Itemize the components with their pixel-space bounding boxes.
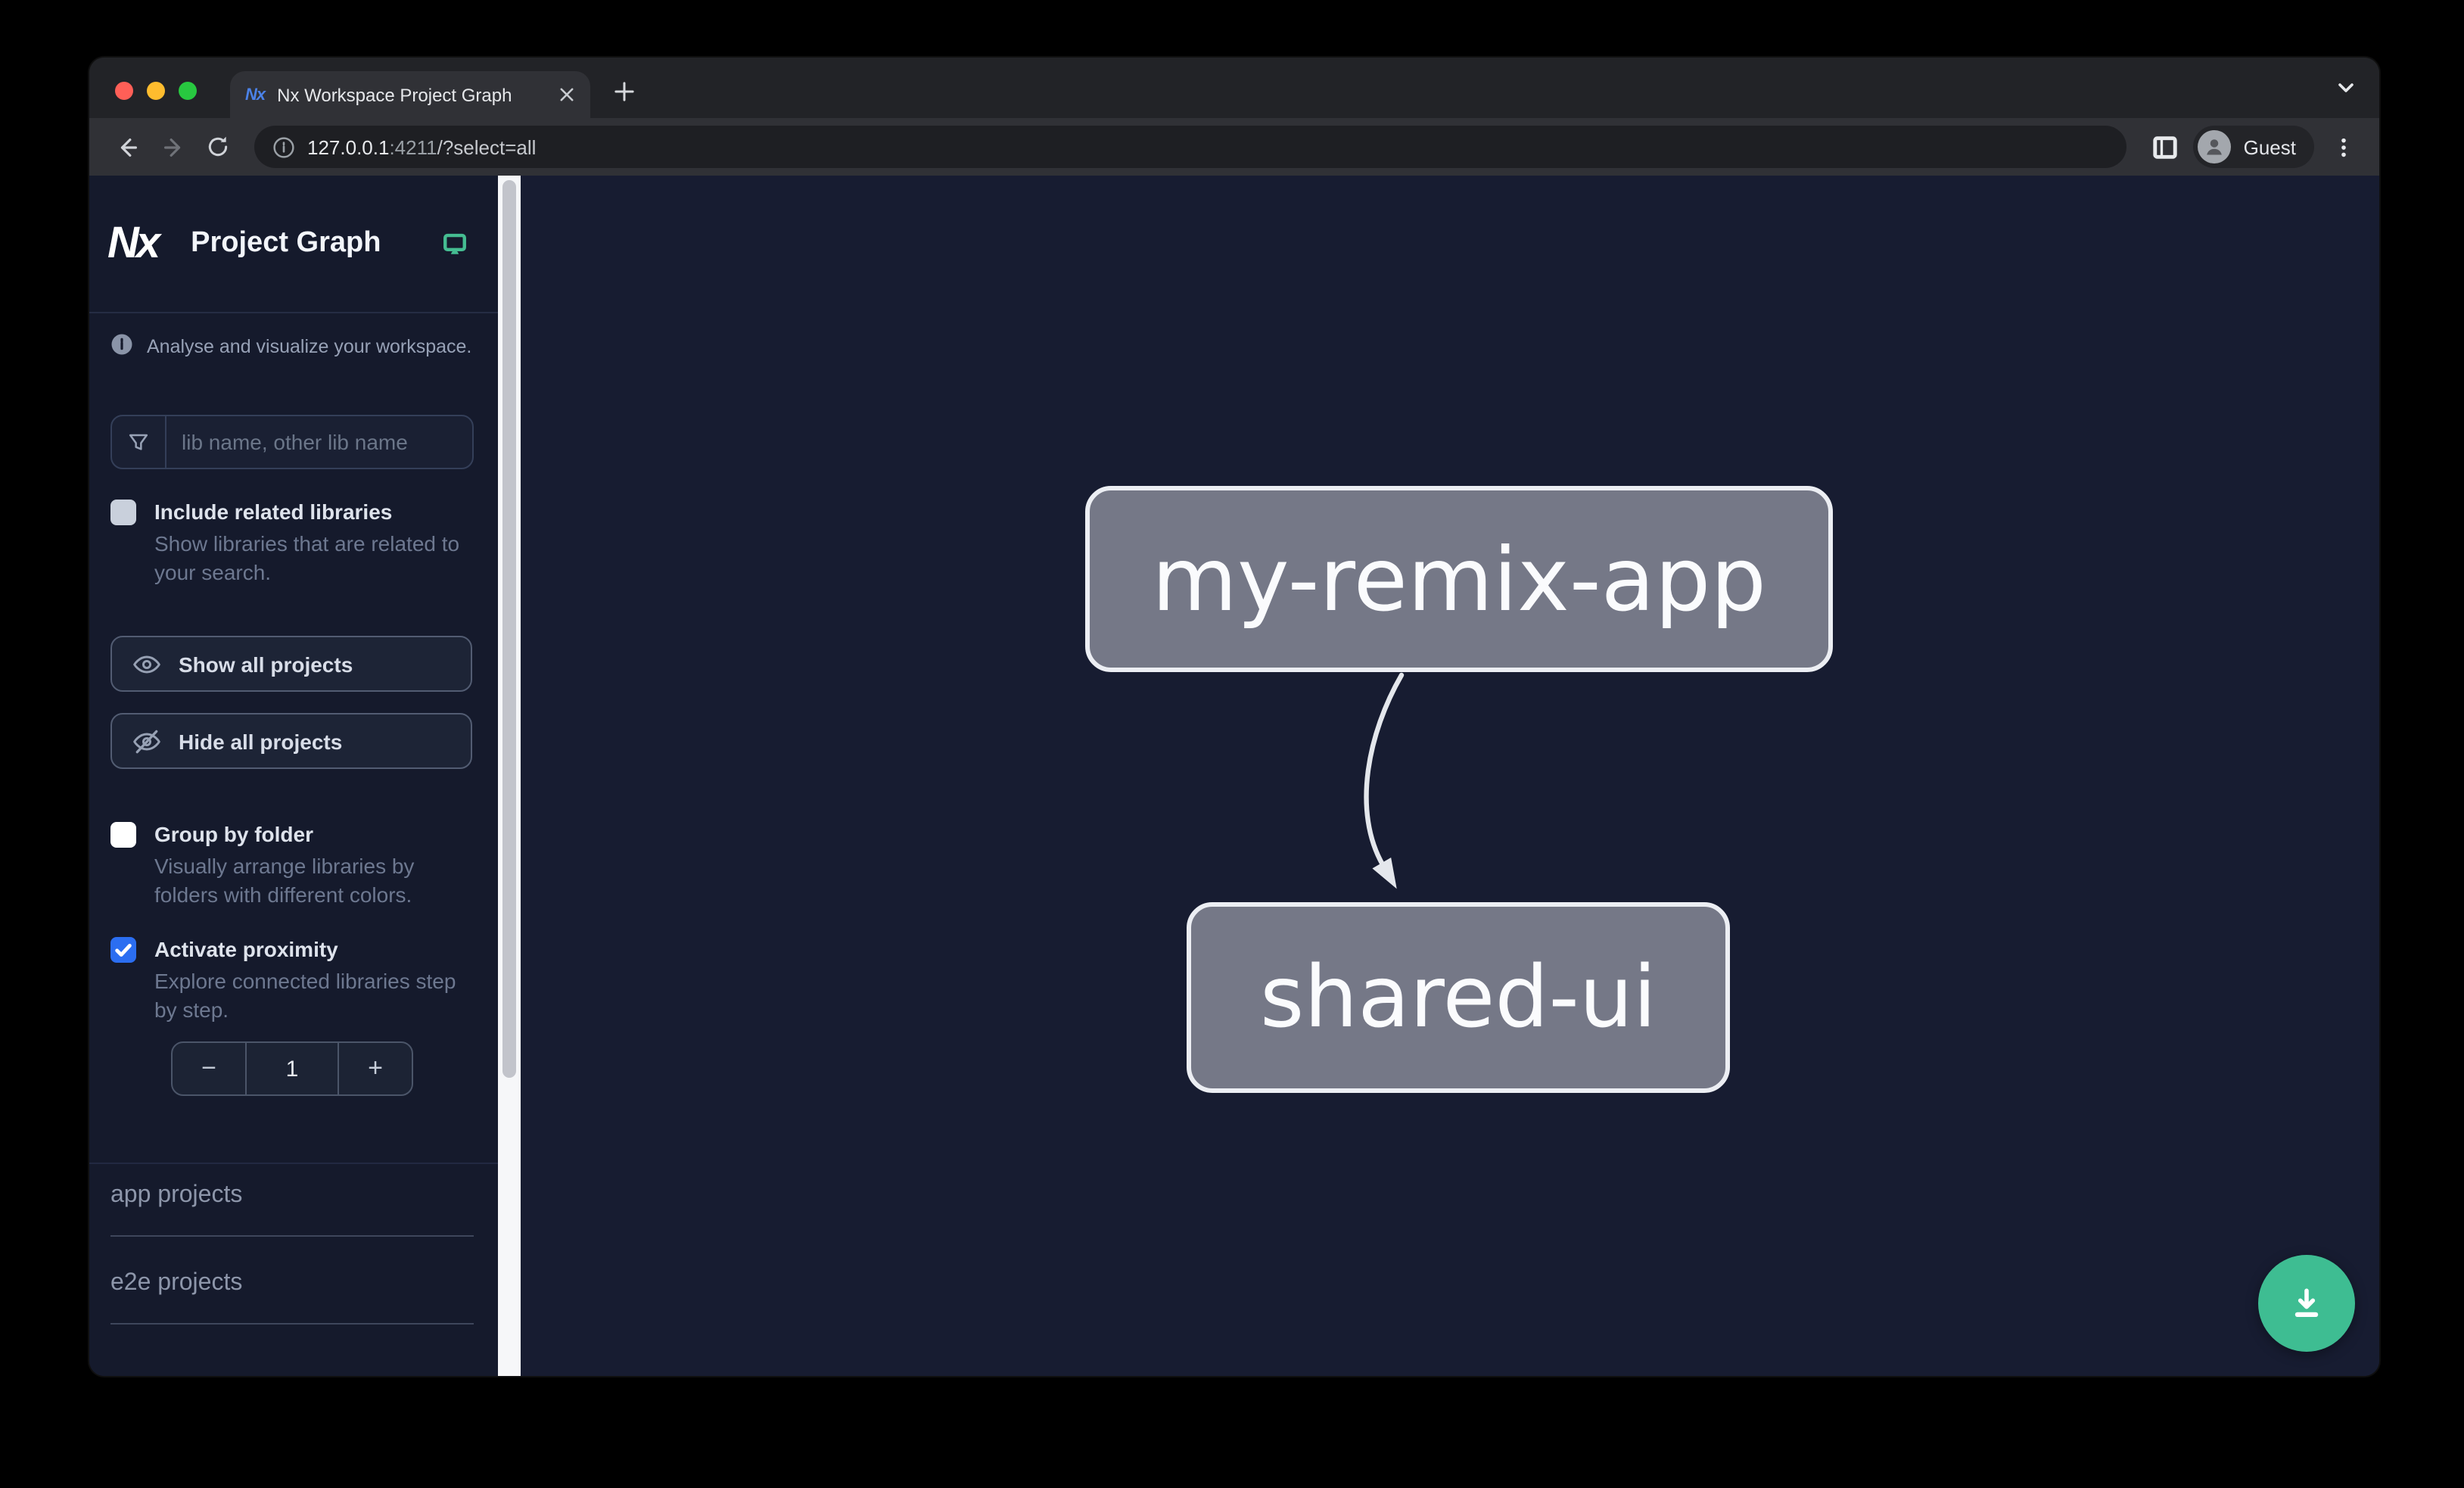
include-related-checkbox[interactable]	[110, 500, 136, 525]
workspace-info-text: Analyse and visualize your workspace.	[147, 336, 472, 357]
download-icon	[2294, 1288, 2319, 1318]
browser-window: Nx Nx Workspace Project Graph	[89, 58, 2379, 1376]
include-related-label[interactable]: Include related libraries	[154, 500, 393, 524]
info-icon	[111, 334, 132, 355]
profile-name: Guest	[2243, 135, 2296, 158]
sidebar: Nx Project Graph Analyse and visualize y…	[89, 176, 498, 1376]
profile-button[interactable]: Guest	[2193, 126, 2314, 168]
increment-button[interactable]: +	[368, 1054, 383, 1082]
browser-menu-icon[interactable]	[2323, 126, 2363, 168]
node-label: shared-ui	[1259, 948, 1657, 1047]
eye-icon	[132, 649, 162, 679]
activate-proximity-description: Explore connected libraries step by step…	[154, 969, 456, 1022]
include-related-option: Include related libraries Show libraries…	[110, 498, 477, 587]
forward-button[interactable]	[151, 126, 194, 168]
side-panel-icon[interactable]	[2145, 126, 2185, 168]
activate-proximity-checkbox[interactable]	[110, 937, 136, 963]
hide-all-label: Hide all projects	[179, 729, 343, 753]
filter-search	[110, 415, 474, 469]
nx-logo: Nx	[107, 219, 160, 267]
eye-off-icon	[132, 726, 162, 756]
decrement-button[interactable]: −	[201, 1054, 216, 1082]
project-node-shared-ui[interactable]: shared-ui	[1187, 902, 1730, 1093]
sidebar-scrollbar[interactable]	[498, 176, 521, 1376]
project-node-my-remix-app[interactable]: my-remix-app	[1085, 486, 1833, 672]
group-by-folder-option: Group by folder Visually arrange librari…	[110, 820, 477, 910]
tab-close-icon[interactable]	[554, 82, 578, 107]
hide-all-projects-button[interactable]: Hide all projects	[110, 713, 472, 769]
project-lists: app projects e2e projects	[89, 1163, 498, 1325]
filter-icon	[112, 416, 166, 468]
new-tab-button[interactable]	[607, 74, 640, 107]
group-by-folder-checkbox[interactable]	[110, 822, 136, 848]
section-app-projects: app projects	[110, 1182, 474, 1237]
browser-toolbar: 127.0.0.1:4211/?select=all Guest	[89, 118, 2379, 176]
show-all-projects-button[interactable]: Show all projects	[110, 636, 472, 692]
tab-strip: Nx Nx Workspace Project Graph	[89, 58, 2379, 118]
minimize-window-button[interactable]	[147, 82, 165, 100]
chevron-down-icon[interactable]	[2335, 77, 2357, 106]
theme-monitor-icon[interactable]	[442, 231, 468, 257]
proximity-depth-stepper: − 1 +	[171, 1041, 413, 1096]
graph-canvas[interactable]: my-remix-app shared-ui	[521, 176, 2379, 1376]
address-bar[interactable]: 127.0.0.1:4211/?select=all	[254, 126, 2127, 168]
tab-title: Nx Workspace Project Graph	[277, 84, 512, 105]
avatar-icon	[2198, 130, 2232, 163]
back-button[interactable]	[106, 126, 148, 168]
page-title: Project Graph	[191, 227, 381, 259]
group-by-folder-label[interactable]: Group by folder	[154, 822, 313, 846]
include-related-description: Show libraries that are related to your …	[154, 531, 460, 584]
activate-proximity-option: Activate proximity Explore connected lib…	[110, 935, 477, 1025]
download-image-button[interactable]	[2258, 1255, 2355, 1352]
nx-graph-app: Nx Project Graph Analyse and visualize y…	[89, 176, 2379, 1376]
search-input[interactable]	[166, 430, 472, 454]
workspace-info: Analyse and visualize your workspace.	[110, 333, 477, 359]
nx-favicon-icon: Nx	[245, 86, 266, 104]
activate-proximity-label[interactable]: Activate proximity	[154, 937, 338, 961]
depth-value[interactable]: 1	[245, 1043, 339, 1094]
sidebar-header: Nx Project Graph	[89, 176, 498, 313]
show-all-label: Show all projects	[179, 652, 353, 676]
tab-nx-project-graph[interactable]: Nx Nx Workspace Project Graph	[230, 71, 590, 118]
close-window-button[interactable]	[115, 82, 133, 100]
site-info-icon[interactable]	[272, 135, 295, 158]
group-by-folder-description: Visually arrange libraries by folders wi…	[154, 854, 415, 907]
node-label: my-remix-app	[1151, 528, 1767, 630]
scrollbar-thumb[interactable]	[502, 180, 516, 1078]
dependency-edge	[1364, 672, 1405, 889]
reload-button[interactable]	[197, 126, 239, 168]
section-e2e-projects: e2e projects	[110, 1270, 474, 1325]
zoom-window-button[interactable]	[179, 82, 197, 100]
url-text: 127.0.0.1:4211/?select=all	[307, 135, 537, 158]
